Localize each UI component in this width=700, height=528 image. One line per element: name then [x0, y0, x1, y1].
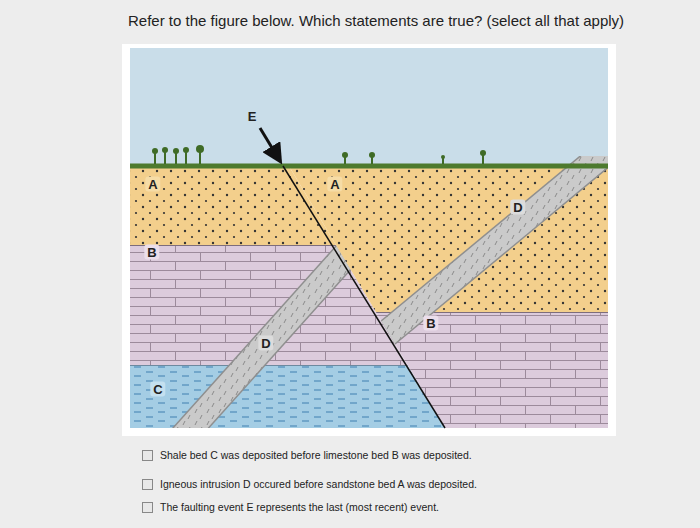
vegetation — [152, 145, 486, 164]
ground-surface — [130, 164, 608, 169]
intrusion-label: D — [258, 336, 273, 351]
figure-panel — [122, 44, 616, 436]
layer-label: A — [145, 177, 160, 192]
intrusion-label: D — [510, 200, 525, 215]
answer-option: Shale bed C was deposited before limesto… — [160, 449, 600, 462]
hanging-wall-block — [280, 152, 610, 429]
fault-arrow — [260, 128, 280, 161]
fault-line — [283, 166, 445, 428]
layer-label: C — [150, 382, 165, 397]
question-title: Refer to the figure below. Which stateme… — [128, 12, 688, 29]
layer-label: B — [144, 245, 159, 260]
sky — [130, 48, 608, 166]
checkbox — [143, 451, 153, 513]
answer-option: The faulting event E represents the last… — [160, 501, 600, 514]
answer-option: Igneous intrusion D occured before sands… — [160, 478, 600, 491]
layer-label: A — [327, 177, 342, 192]
fault-label: E — [245, 109, 260, 124]
layer-label: B — [423, 316, 438, 331]
